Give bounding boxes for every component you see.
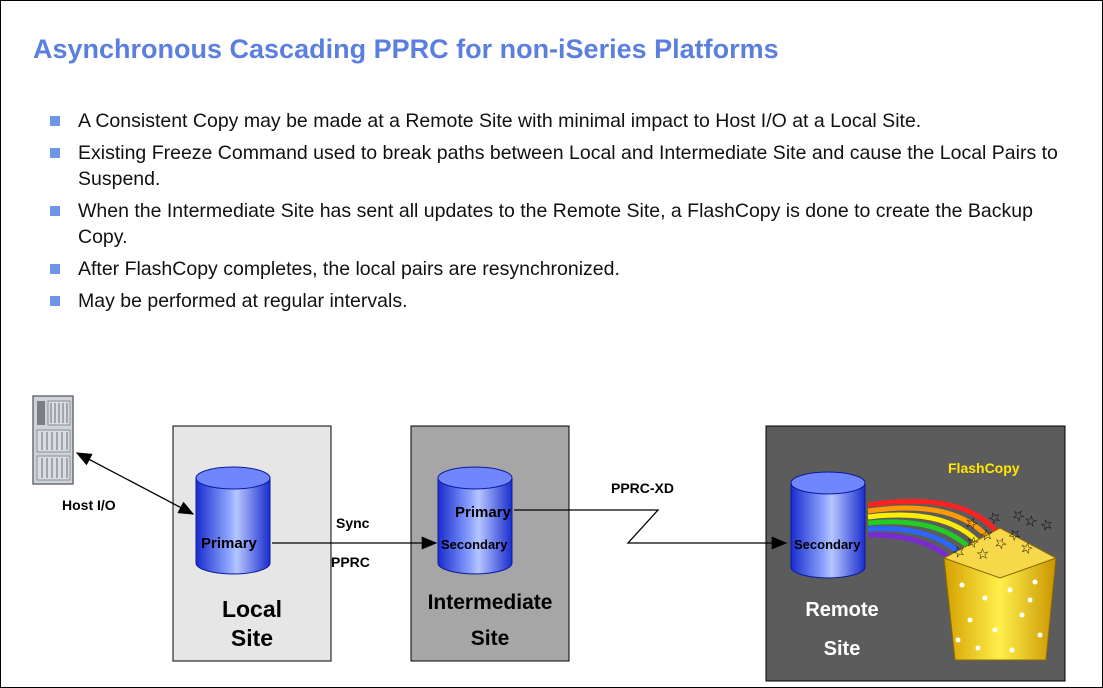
remote-disk-label: Secondary	[794, 537, 861, 552]
basket-icon	[942, 527, 1058, 661]
intermediate-disk-label-secondary: Secondary	[441, 537, 508, 552]
bullet-text: A Consistent Copy may be made at a Remot…	[78, 110, 922, 132]
slide-title: Asynchronous Cascading PPRC for non-iSer…	[33, 34, 779, 64]
svg-text:☆: ☆	[1018, 538, 1036, 559]
remote-site-label-line2: Site	[824, 638, 861, 660]
remote-disk-icon	[790, 471, 866, 579]
bullet-square-icon	[50, 206, 60, 216]
local-site-label-line1: Local	[222, 596, 282, 622]
local-disk-label: Primary	[201, 535, 258, 552]
intermediate-disk-label-primary: Primary	[455, 504, 512, 521]
bullet-text: May be performed at regular intervals.	[78, 290, 408, 312]
svg-text:☆: ☆	[1023, 511, 1039, 531]
bullet-text: Existing Freeze Command used to break pa…	[78, 142, 1058, 190]
svg-text:☆: ☆	[949, 541, 968, 563]
svg-text:☆: ☆	[1038, 514, 1056, 535]
svg-text:☆: ☆	[975, 544, 990, 563]
pprc-xd-arrow	[514, 509, 788, 550]
bullet-square-icon	[50, 116, 60, 126]
star-icon: ☆ ☆ ☆ ☆ ☆ ☆ ☆ ☆ ☆ ☆ ☆ ☆	[949, 504, 1055, 563]
bullet-item: Existing Freeze Command used to break pa…	[50, 140, 1070, 192]
intermediate-site-label-line1: Intermediate	[428, 591, 553, 614]
bullet-item: When the Intermediate Site has sent all …	[50, 198, 1070, 250]
pprc-label: PPRC	[331, 554, 370, 570]
bullet-square-icon	[50, 148, 60, 158]
bullet-text: When the Intermediate Site has sent all …	[78, 200, 1033, 248]
svg-text:☆: ☆	[979, 525, 995, 545]
bullet-square-icon	[50, 264, 60, 274]
flashcopy-label: FlashCopy	[948, 460, 1020, 476]
host-io-label: Host I/O	[62, 497, 116, 513]
sync-label: Sync	[336, 515, 370, 531]
bullet-text: After FlashCopy completes, the local pai…	[78, 258, 620, 280]
bullet-item: A Consistent Copy may be made at a Remot…	[50, 108, 1070, 134]
host-io-arrow	[75, 452, 195, 515]
svg-text:☆: ☆	[962, 512, 981, 534]
server-icon	[32, 395, 74, 485]
intermediate-site-label-line2: Site	[471, 627, 510, 650]
bullet-square-icon	[50, 296, 60, 306]
remote-site-label-line1: Remote	[805, 599, 878, 621]
bullet-item: May be performed at regular intervals.	[50, 288, 1070, 314]
pprc-xd-label: PPRC-XD	[611, 480, 674, 496]
svg-text:☆: ☆	[964, 532, 982, 553]
local-site-label-line2: Site	[231, 625, 273, 651]
intermediate-disk-icon	[437, 466, 513, 575]
bullet-list: A Consistent Copy may be made at a Remot…	[50, 108, 1070, 320]
bullet-item: After FlashCopy completes, the local pai…	[50, 256, 1070, 282]
local-disk-icon	[195, 466, 271, 575]
